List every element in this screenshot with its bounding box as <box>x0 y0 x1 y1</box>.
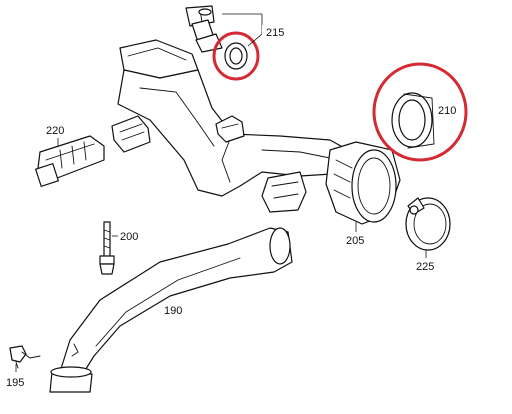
callout-label-190: 190 <box>164 305 182 317</box>
callout-205: 205 <box>346 222 364 247</box>
clip-195 <box>9 345 41 369</box>
duct-outlet-205 <box>325 141 401 225</box>
intake-pipe-190 <box>49 227 293 393</box>
ring-210: 210 <box>372 62 468 162</box>
callout-label-220: 220 <box>46 125 64 137</box>
callout-label-200: 200 <box>120 231 138 243</box>
air-intake-duct <box>111 39 349 213</box>
callout-225: 225 <box>416 250 434 273</box>
callout-220: 220 <box>46 125 64 146</box>
callout-215: 215 <box>222 13 290 47</box>
callout-label-195: 195 <box>6 377 24 389</box>
callout-label-205: 205 <box>346 235 364 247</box>
callout-195: 195 <box>6 364 24 389</box>
callout-label-210: 210 <box>438 105 456 117</box>
highlight-circle-215 <box>212 31 260 81</box>
bolt-200 <box>99 221 115 275</box>
callout-190: 190 <box>164 305 182 317</box>
hose-clamp-225 <box>405 197 451 251</box>
callout-200: 200 <box>112 231 138 243</box>
highlight-circle-210 <box>372 62 468 162</box>
callout-label-225: 225 <box>416 261 434 273</box>
seal-ring-215 <box>212 31 260 81</box>
sensor-215 <box>185 5 223 53</box>
sensor-220 <box>35 135 105 187</box>
callout-label-215: 215 <box>266 27 284 39</box>
